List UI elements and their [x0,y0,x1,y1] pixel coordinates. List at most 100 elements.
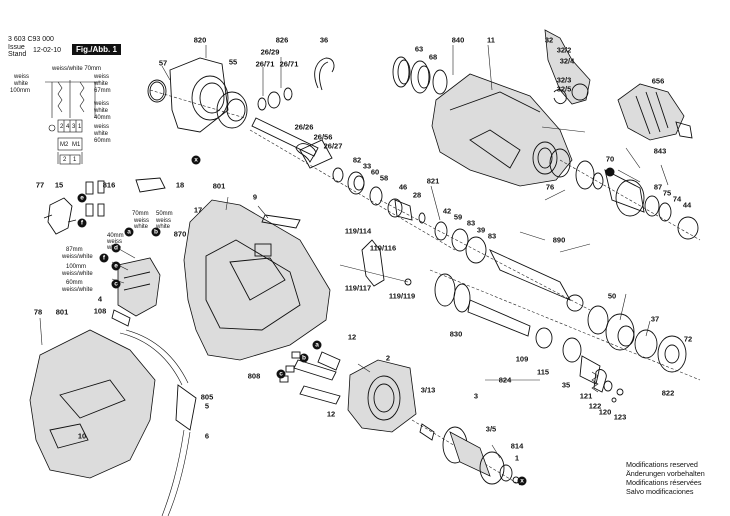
label-37: 37 [650,314,660,324]
label-87: 87 [653,182,663,192]
wire-label-r3: 67mm [94,88,111,94]
label-46: 46 [398,182,408,192]
motor-m1: M1 [72,142,81,148]
marker-b-1: b [151,227,161,237]
label-119-114: 119/114 [344,226,372,236]
label-830: 830 [449,329,463,339]
label-656: 656 [651,76,665,86]
marker-c-2: c [276,369,286,379]
terminal-4: 4 [66,124,70,130]
label-17: 17 [193,205,203,215]
label-120: 120 [598,407,612,417]
label-801-b: 801 [55,307,69,317]
label-26-71-a: 26/71 [255,59,275,69]
part-816-graphic [85,177,166,217]
wire-label-r8: white [94,131,109,137]
wire-label-r5: white [94,108,109,114]
label-115: 115 [536,367,550,377]
issue-date: 12-02-10 [33,47,62,54]
marker-x-1: x [191,155,201,165]
terminal-3: 3 [72,124,76,130]
shaft-parts-graphic [249,129,456,251]
wire-label-r9: 60mm [94,138,111,144]
label-9: 9 [252,192,258,202]
switch-w50: 50mm [156,211,173,217]
label-6: 6 [204,431,210,441]
label-28: 28 [412,190,422,200]
marker-d-1: d [111,243,121,253]
label-109: 109 [515,354,529,364]
label-826: 826 [275,35,289,45]
label-10: 10 [77,431,87,441]
wiring-schematic-graphic [45,80,100,165]
issue-label: Issue [8,44,25,51]
label-72: 72 [683,334,693,344]
label-18: 18 [175,180,185,190]
label-822: 822 [661,388,675,398]
doc-number: 3 603 C93 000 [8,36,54,43]
switch-w60a: weiss/white [62,287,93,293]
label-2: 2 [385,353,391,363]
label-42: 42 [442,206,452,216]
marker-dot [605,167,615,177]
label-44: 44 [682,200,692,210]
label-36: 36 [319,35,329,45]
wire-label-r6: 40mm [94,115,111,121]
label-39: 39 [476,225,486,235]
terminal-b1: 1 [73,157,77,163]
label-843: 843 [653,146,667,156]
part-2-stator-graphic [347,359,417,433]
wire-label-l1: weiss [14,74,30,80]
switch-w60: 60mm [66,280,83,286]
label-814: 814 [510,441,524,451]
label-32: 32 [544,35,554,45]
switch-w50b: white [156,224,171,230]
switch-w40: 40mm [107,233,124,239]
label-122: 122 [588,401,602,411]
label-26-27: 26/27 [323,141,343,151]
label-1: 1 [514,453,520,463]
terminal-b2: 2 [63,157,67,163]
label-121: 121 [579,391,593,401]
label-3: 3 [473,391,479,401]
marker-e-1: e [77,193,87,203]
part-15-graphic [43,197,77,235]
label-32-5: 32/5 [556,84,572,94]
part-801-housing-graphic [183,199,331,361]
label-68: 68 [428,52,438,62]
part-840-graphic [392,56,448,95]
part-32-graphic [544,29,591,105]
label-82: 82 [352,155,362,165]
label-824: 824 [498,375,512,385]
wire-label-r1: weiss [94,74,110,80]
marker-f-2: f [99,253,109,263]
label-76: 76 [545,182,555,192]
marker-a-2: a [312,340,322,350]
label-78: 78 [33,307,43,317]
label-3-13: 3/13 [420,385,436,395]
label-35: 35 [561,380,571,390]
motor-m2: M2 [60,142,69,148]
label-83-b: 83 [487,231,497,241]
marker-c-1: c [111,279,121,289]
label-11: 11 [487,35,495,45]
marker-x-2: x [517,476,527,486]
switch-w100: 100mm [66,264,87,270]
terminal-2: 2 [60,124,64,130]
switch-w100a: weiss/white [62,271,93,277]
label-870: 870 [173,229,187,239]
wire-label-r7: weiss [94,124,110,130]
wire-label-top: weiss/white 70mm [52,66,102,72]
label-60: 60 [370,167,380,177]
label-55: 55 [228,57,238,67]
label-123: 123 [613,412,627,422]
part-11-gear-housing-graphic [431,73,586,201]
label-26-26: 26/26 [294,122,314,132]
label-26-71-b: 26/71 [279,59,299,69]
note-en: Modifications reserved [626,460,698,469]
wire-label-r2: white [94,81,109,87]
part-890-graphic [379,199,591,312]
label-108: 108 [93,306,107,316]
leader-lines [39,44,669,459]
label-32-2: 32/2 [556,45,572,55]
